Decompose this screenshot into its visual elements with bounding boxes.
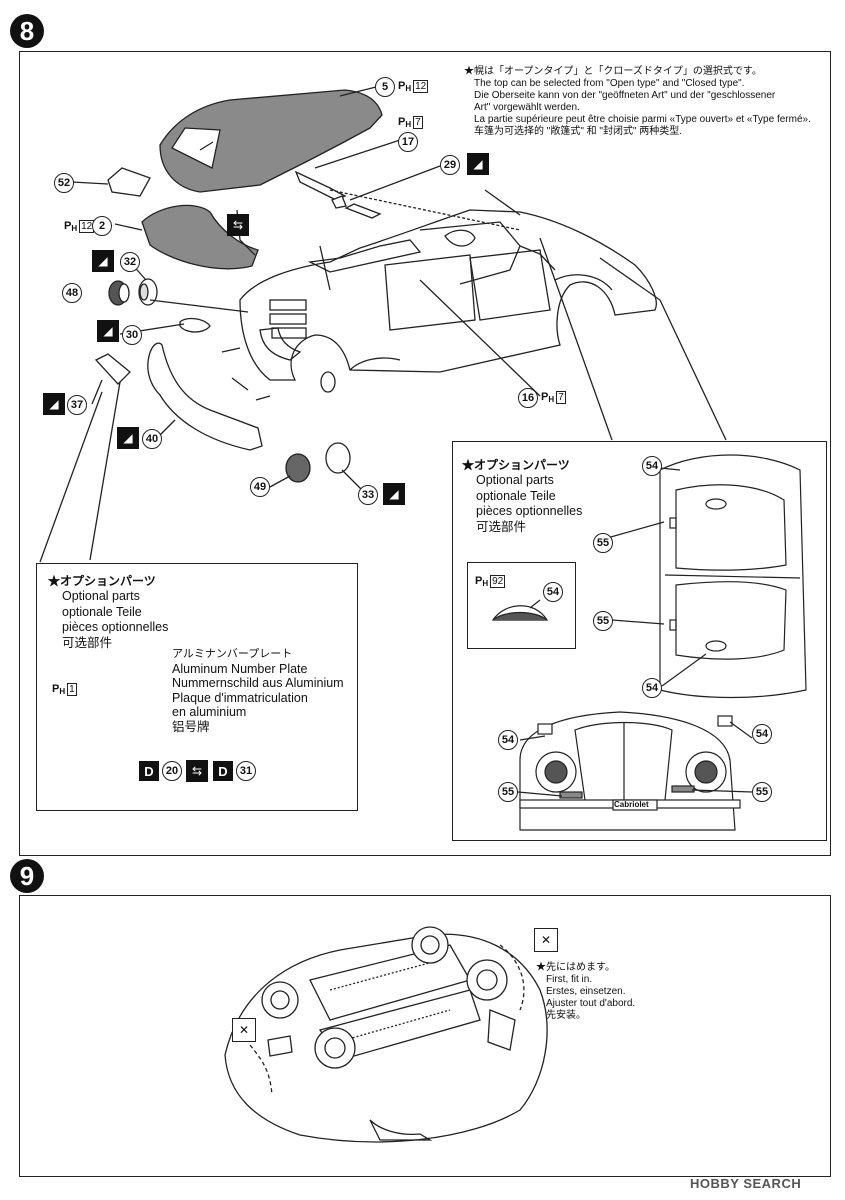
part-37-label: 37: [67, 395, 87, 415]
option-left-en: Optional parts: [62, 589, 140, 603]
part-54-label: 54: [752, 724, 772, 744]
cabriolet-badge: Cabriolet: [614, 800, 649, 809]
option-left-de: optionale Teile: [62, 604, 142, 619]
note-line-zh: 车篷为可选择的 "敞篷式" 和 "封闭式" 两种类型.: [474, 126, 683, 137]
plate-zh: 铝号牌: [172, 719, 210, 734]
cement-icon: ◢: [97, 320, 119, 342]
cement-icon: ◢: [467, 153, 489, 175]
decal-icon: D: [139, 761, 159, 781]
option-right-text: ★オプションパーツ Optional parts optionale Teile…: [462, 456, 582, 535]
part-54-label: 54: [543, 582, 563, 602]
part-30-label: 30: [122, 325, 142, 345]
swap-arrows-icon: ⇆: [186, 760, 208, 782]
part-54-label: 54: [642, 456, 662, 476]
part-54-label: 54: [642, 678, 662, 698]
part-55-label: 55: [593, 611, 613, 631]
plate-ja: アルミナンバープレート: [172, 648, 293, 660]
part-5-label: 5: [375, 77, 395, 97]
plate-de: Nummernschild aus Aluminium: [172, 676, 344, 690]
part-48-label: 48: [62, 283, 82, 303]
cement-icon: ◢: [383, 483, 405, 505]
part-32-label: 32: [120, 252, 140, 272]
part-29-label: 29: [440, 155, 460, 175]
part-16-label: 16: [518, 388, 538, 408]
option-left-zh: 可选部件: [62, 635, 113, 650]
fit-first-icon: ✕: [534, 928, 558, 952]
option-left-fr: pièces optionnelles: [62, 620, 169, 634]
number-plate-text: アルミナンバープレート Aluminum Number Plate Nummer…: [172, 647, 344, 734]
note-line-fr: La partie supérieure peut être choisie p…: [474, 114, 811, 125]
part-17-label: 17: [398, 132, 418, 152]
fit-note-ja: ★先にはめます。: [536, 962, 615, 973]
decal-31-label: 31: [236, 761, 256, 781]
option-right-title: ★オプションパーツ: [462, 458, 570, 472]
top-part-shape: [159, 89, 383, 193]
plate-fr-2: en aluminium: [172, 705, 247, 719]
swap-arrows-icon: ⇆: [227, 214, 249, 236]
part-49-label: 49: [250, 477, 270, 497]
step-8-badge: 8: [10, 14, 44, 48]
option-right-zh: 可选部件: [476, 519, 527, 534]
option-left-title: ★オプションパーツ: [48, 574, 156, 588]
part-55-label: 55: [498, 782, 518, 802]
part-55-label: 55: [752, 782, 772, 802]
decal-icon: D: [213, 761, 233, 781]
fit-note-en: First, fit in.: [546, 974, 593, 985]
cement-icon: ◢: [43, 393, 65, 415]
headlight-part-inset: [467, 562, 576, 649]
option-left-text: ★オプションパーツ Optional parts optionale Teile…: [48, 572, 168, 651]
watermark: HOBBY SEARCH: [690, 1176, 802, 1191]
option-right-fr: pièces optionnelles: [476, 504, 583, 518]
plate-fr-1: Plaque d'immatriculation: [172, 690, 308, 705]
top-selection-note: ★幌は「オープンタイプ」と「クローズドタイプ」の選択式です。 The top c…: [464, 66, 824, 138]
part-55-label: 55: [593, 533, 613, 553]
fit-first-note: ★先にはめます。 First, fit in. Erstes, einsetze…: [536, 962, 635, 1022]
step-9-badge: 9: [10, 859, 44, 893]
option-right-en: Optional parts: [476, 473, 554, 487]
step-9-frame: [19, 895, 831, 1177]
step-8-number: 8: [19, 15, 35, 46]
note-line-de-1: Die Oberseite kann von der "geöffneten A…: [474, 90, 776, 101]
part-2-label: 2: [92, 216, 112, 236]
option-right-de: optionale Teile: [476, 488, 556, 503]
part-40-label: 40: [142, 429, 162, 449]
part-52-label: 52: [54, 173, 74, 193]
part-54-label: 54: [498, 730, 518, 750]
decal-20-label: 20: [162, 761, 182, 781]
fit-first-icon: ✕: [232, 1018, 256, 1042]
cement-icon: ◢: [92, 250, 114, 272]
note-line-en: The top can be selected from "Open type"…: [474, 78, 745, 89]
note-line-de-2: Art" vorgewählt werden.: [474, 102, 580, 113]
fit-note-de: Erstes, einsetzen.: [546, 986, 626, 997]
step-8-frame: [19, 51, 831, 856]
fit-note-zh: 先安装。: [546, 1010, 586, 1021]
optional-parts-front-box: [452, 441, 827, 841]
note-line-ja: ★幌は「オープンタイプ」と「クローズドタイプ」の選択式です。: [464, 66, 762, 77]
fit-note-fr: Ajuster tout d'abord.: [546, 998, 636, 1009]
plate-en: Aluminum Number Plate: [172, 661, 308, 676]
part-33-label: 33: [358, 485, 378, 505]
cement-icon: ◢: [117, 427, 139, 449]
step-9-number: 9: [19, 860, 35, 891]
